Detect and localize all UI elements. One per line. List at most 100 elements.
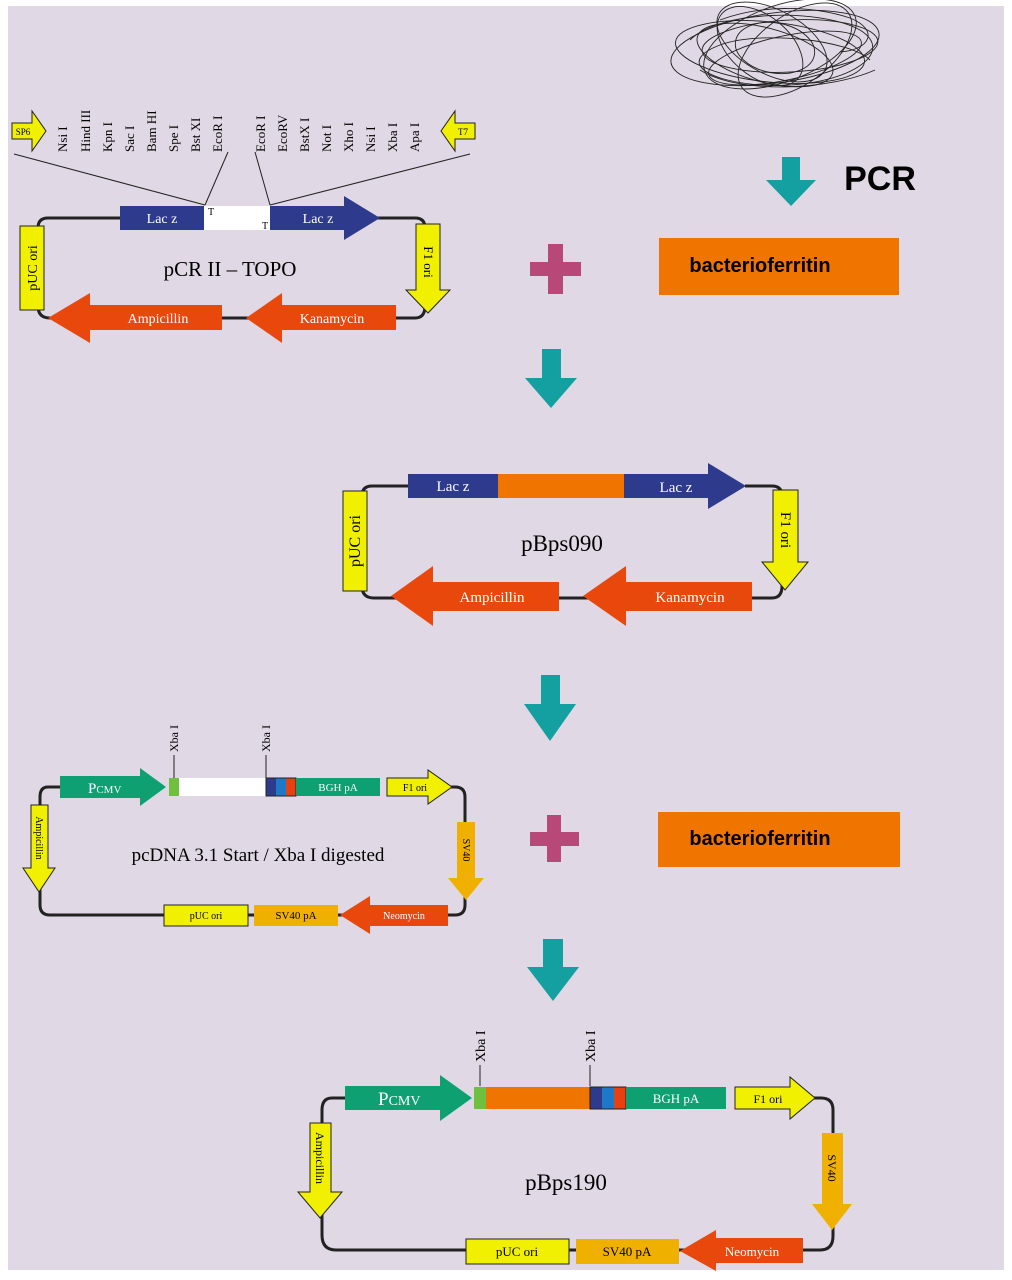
f1-ori-label: F1 ori <box>777 512 793 548</box>
plasmid-pbps090: Lac z Lac z pUC ori F1 ori pBps090 Kanam… <box>342 463 810 626</box>
site-label: Apa I <box>407 123 422 152</box>
tag-marker-red <box>286 778 296 796</box>
xba-left-label: Xba I <box>167 725 181 752</box>
pcmv-sub: CMV <box>389 1094 421 1109</box>
t7-label: T7 <box>458 127 468 137</box>
plasmid-name: pBps090 <box>521 531 603 556</box>
sv40-label: SV40 <box>825 1154 839 1181</box>
tag-marker-navy <box>266 778 276 796</box>
pcmv-promoter-arrow <box>60 768 166 806</box>
puc-ori-label: pUC ori <box>347 514 364 567</box>
sp6-promoter-arrow <box>11 109 47 153</box>
f1-ori-arrow <box>404 223 452 314</box>
ligation-arrow <box>525 349 577 408</box>
sv40-pa-label: SV40 pA <box>275 910 316 922</box>
site-label: EcoR I <box>210 116 225 152</box>
bacterioferritin-pcr-product <box>659 238 899 295</box>
bacterioferritin-insert-fragment <box>658 812 900 867</box>
site-label: Nsi I <box>363 126 378 152</box>
lacz-right-label: Lac z <box>303 212 334 227</box>
bacterioferritin-label: bacterioferritin <box>689 828 830 850</box>
puc-ori-label: pUC ori <box>496 1244 539 1259</box>
xba-left-label: Xba I <box>474 1030 489 1062</box>
topo-cloning-site <box>204 206 270 230</box>
site-label: Xho I <box>341 122 356 152</box>
tag-marker-blue <box>602 1087 614 1109</box>
f1-ori-arrow <box>760 489 810 591</box>
pcr-arrow <box>766 157 816 206</box>
ampicillin-arrow <box>391 566 559 626</box>
t-overhang-right: T <box>262 221 268 232</box>
neomycin-label: Neomycin <box>383 911 425 922</box>
lacz-left-label: Lac z <box>437 479 470 495</box>
lacz-right-arrow <box>270 196 380 240</box>
site-label: Sac I <box>122 126 137 152</box>
plasmid-pcr2-topo: SP6 T7 Nsi I Hind III Kpn I Sac I Bam HI… <box>11 109 476 343</box>
restriction-sites-left: Nsi I Hind III Kpn I Sac I Bam HI Spe I … <box>55 110 225 152</box>
plasmid-pcdna31-digested: Xba I Xba I PCMV BGH pA F1 ori Ampicilli… <box>22 725 484 934</box>
tag-marker-navy <box>590 1087 602 1109</box>
kanamycin-label: Kanamycin <box>655 590 725 606</box>
plasmid-name: pcDNA 3.1 Start / Xba I digested <box>132 845 385 866</box>
plasmid-pbps190: Xba I Xba I PCMV BGH pA F1 ori Ampicilli… <box>296 1030 852 1271</box>
puc-ori-label: pUC ori <box>26 245 41 291</box>
mcs-callout-left-inner <box>204 151 229 206</box>
t7-promoter-arrow <box>440 109 476 153</box>
lacz-left-block <box>408 474 498 498</box>
f1-ori-label: F1 ori <box>421 246 436 278</box>
site-label: Hind III <box>78 110 93 152</box>
f1-ori-arrow <box>734 1075 816 1121</box>
pcmv-label: PCMV <box>88 781 121 797</box>
bgh-pa-label: BGH pA <box>318 782 357 794</box>
bacterioferritin-label: bacterioferritin <box>689 255 830 277</box>
ligation-arrow <box>527 939 579 1001</box>
mcs-callout-right-inner <box>254 151 271 206</box>
genomic-dna-scribble <box>670 0 880 98</box>
xba-right-label: Xba I <box>584 1030 599 1062</box>
pcmv-sub: CMV <box>96 784 121 796</box>
pcmv-promoter-arrow <box>345 1075 472 1121</box>
ampicillin-arrow <box>48 293 222 343</box>
plasmid-name: pBps190 <box>525 1170 607 1195</box>
subcloning-arrow <box>524 675 576 741</box>
kanamycin-arrow <box>246 293 396 343</box>
pcmv-main: P <box>378 1089 389 1110</box>
f1-ori-label: F1 ori <box>753 1092 783 1106</box>
tag-marker-red <box>614 1087 626 1109</box>
kanamycin-arrow <box>583 566 752 626</box>
plasmid-backbone <box>36 216 427 320</box>
puc-ori-block <box>342 490 368 592</box>
t-overhang-left: T <box>208 207 214 218</box>
site-label: Nsi I <box>55 126 70 152</box>
plus-sign <box>530 815 579 862</box>
site-label: Xba I <box>385 123 400 152</box>
xba-digested-gap <box>179 778 266 796</box>
lacz-right-label: Lac z <box>660 480 693 496</box>
neomycin-arrow <box>340 896 448 934</box>
sv40-promoter-arrow <box>448 822 484 900</box>
bacterioferritin-insert <box>486 1087 590 1109</box>
lacz-left-label: Lac z <box>147 212 178 227</box>
mcs-callout-left <box>13 153 206 206</box>
ampicillin-label: Ampicillin <box>313 1132 327 1184</box>
lacz-right-arrow <box>624 463 746 509</box>
puc-ori-block <box>19 225 45 311</box>
site-label: Not I <box>319 125 334 152</box>
kozak-start-marker <box>474 1087 486 1109</box>
bgh-pa-block <box>626 1087 726 1109</box>
neomycin-label: Neomycin <box>725 1244 780 1259</box>
site-label: Bam HI <box>144 110 159 152</box>
plasmid-name: pCR II – TOPO <box>164 257 297 281</box>
mcs-callout-right <box>269 153 471 206</box>
sv40-pa-label: SV40 pA <box>603 1244 652 1259</box>
ampicillin-label: Ampicillin <box>128 312 189 327</box>
sv40-pa-block <box>254 905 338 926</box>
site-label: Kpn I <box>100 122 115 152</box>
site-label: EcoR I <box>253 116 268 152</box>
puc-ori-label: pUC ori <box>190 911 223 922</box>
f1-ori-arrow <box>386 769 453 805</box>
bgh-pa-label: BGH pA <box>653 1091 700 1106</box>
site-label: EcoRV <box>275 114 290 152</box>
